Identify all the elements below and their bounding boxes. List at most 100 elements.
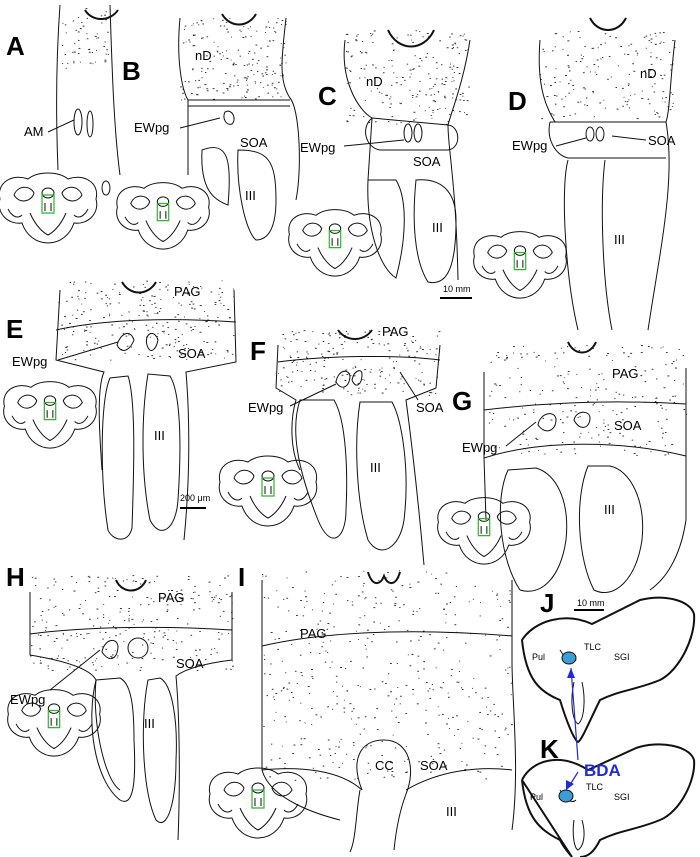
pointer-ewpg-g xyxy=(506,422,536,446)
iii-nerve-left-g xyxy=(500,468,566,591)
label-iii-h: III xyxy=(144,716,155,731)
label-ewpg-f: EWpg xyxy=(248,400,283,415)
brainstem-outline-k xyxy=(522,744,694,857)
panel-letter-d: D xyxy=(508,86,527,116)
iii-nerve-left-h xyxy=(92,678,135,801)
label-sgi-k: SGI xyxy=(614,792,630,802)
iii-right-boundary-i xyxy=(406,769,512,790)
scale-label-j: 10 mm xyxy=(577,598,605,608)
outline-right-h xyxy=(176,592,232,840)
panel-g: G PAG EWpg SOA III xyxy=(437,342,686,593)
panel-d: D nD EWpg SOA III xyxy=(473,18,676,330)
label-iii-i: III xyxy=(446,804,457,819)
am-structure-a xyxy=(102,181,110,195)
label-nd-b: nD xyxy=(195,48,212,63)
iii-nerve-left-c xyxy=(368,180,404,278)
ewpg-nucleus-b xyxy=(224,111,234,124)
pointer-ewpg-d xyxy=(556,138,586,146)
outline-right-f xyxy=(406,345,440,565)
iii-nerve-right-h xyxy=(143,678,176,823)
pag-boundary-h xyxy=(30,627,232,634)
aqueduct-outline-i xyxy=(368,572,400,583)
pag-boundary-f xyxy=(278,356,440,362)
outline-left-i xyxy=(262,580,340,820)
outline-left-d xyxy=(539,40,555,122)
outline-right-g xyxy=(650,368,686,590)
outline-right-c xyxy=(448,40,470,280)
am-nucleus-left xyxy=(74,109,82,135)
outline-left-e xyxy=(56,290,104,470)
pointer-ewpg-h xyxy=(50,650,100,690)
label-pag-h: PAG xyxy=(158,590,185,605)
label-soa-c: SOA xyxy=(413,154,441,169)
label-am: AM xyxy=(24,124,44,139)
pointer-ewpg-f xyxy=(290,384,336,406)
iii-nerve-left-b xyxy=(202,147,230,205)
panel-h: H PAG EWpg SOA III xyxy=(6,562,232,840)
iii-nerve-left-e xyxy=(102,376,134,539)
label-pag-e: PAG xyxy=(174,284,201,299)
midline-right-a xyxy=(110,5,120,175)
ewpg-nucleus-f-right xyxy=(352,371,362,386)
inset-brainstem-c xyxy=(288,209,382,277)
panel-k: K Pul TLC SGI xyxy=(522,734,694,857)
panel-f: F PAG EWpg SOA III xyxy=(218,324,444,565)
ewpg-nucleus-f-left xyxy=(336,371,350,387)
aqueduct-outline-c xyxy=(388,30,434,47)
label-pag-i: PAG xyxy=(300,626,327,641)
panel-letter-b: B xyxy=(122,56,141,86)
brainstem-outline-j xyxy=(522,598,694,742)
am-nucleus-right xyxy=(87,111,93,137)
label-iii-f: III xyxy=(370,460,381,475)
outline-right-b xyxy=(282,18,299,200)
label-soa-d: SOA xyxy=(648,133,676,148)
label-nd-c: nD xyxy=(366,74,383,89)
pointer-ewpg-e xyxy=(58,342,118,360)
soa-boundary-d xyxy=(549,122,666,158)
soa-boundary-g xyxy=(484,444,686,458)
label-soa-f: SOA xyxy=(416,400,444,415)
outline-right-i xyxy=(512,580,516,830)
outline-right-e xyxy=(184,290,236,540)
panel-letter-h: H xyxy=(6,562,25,592)
label-soa-g: SOA xyxy=(614,418,642,433)
inset-brainstem-a xyxy=(0,172,98,244)
ewpg-nucleus-g-left xyxy=(538,414,556,431)
label-ewpg-c: EWpg xyxy=(300,140,335,155)
label-ewpg-g: EWpg xyxy=(462,440,497,455)
midline-left-a xyxy=(57,5,60,170)
label-bda: BDA xyxy=(584,761,621,780)
aqueduct-j xyxy=(572,682,584,724)
ewpg-nucleus-d-left xyxy=(586,127,594,141)
panel-i: I PAG CC SOA III xyxy=(208,562,516,852)
pointer-soa-f xyxy=(400,372,418,400)
pag-boundary-c xyxy=(366,118,458,150)
label-tlc-k: TLC xyxy=(586,782,604,792)
label-iii-e: III xyxy=(154,428,165,443)
panel-j: J 10 mm Pul TLC SGI xyxy=(522,588,694,742)
label-iii-b: III xyxy=(245,188,256,203)
outline-left-f xyxy=(276,345,300,470)
outline-left-c xyxy=(344,40,372,180)
ewpg-nucleus-g-right xyxy=(574,412,590,427)
label-cc-i: CC xyxy=(375,758,394,773)
aqueduct-outline-e xyxy=(122,282,156,293)
pointer-am xyxy=(48,120,74,132)
scale-label-c: 10 mm xyxy=(443,284,471,294)
pag-boundary-e xyxy=(56,320,236,330)
scale-label-e: 200 μm xyxy=(180,493,210,503)
label-ewpg-e: EWpg xyxy=(12,354,47,369)
ewpg-nucleus-e-left xyxy=(117,333,134,350)
label-sgi-j: SGI xyxy=(614,652,630,662)
pointer-ewpg-c xyxy=(344,140,404,146)
panel-c: C nD EWpg SOA III 10 mm xyxy=(288,30,472,298)
label-iii-g: III xyxy=(604,502,615,517)
inset-brainstem-e xyxy=(3,381,97,449)
circle-structure-h xyxy=(128,638,148,658)
panel-letter-j: J xyxy=(540,588,554,618)
panel-letter-a: A xyxy=(6,31,25,61)
pag-boundary-g xyxy=(484,402,686,410)
pag-boundary-i xyxy=(262,632,512,646)
label-pul-j: Pul xyxy=(532,652,545,662)
